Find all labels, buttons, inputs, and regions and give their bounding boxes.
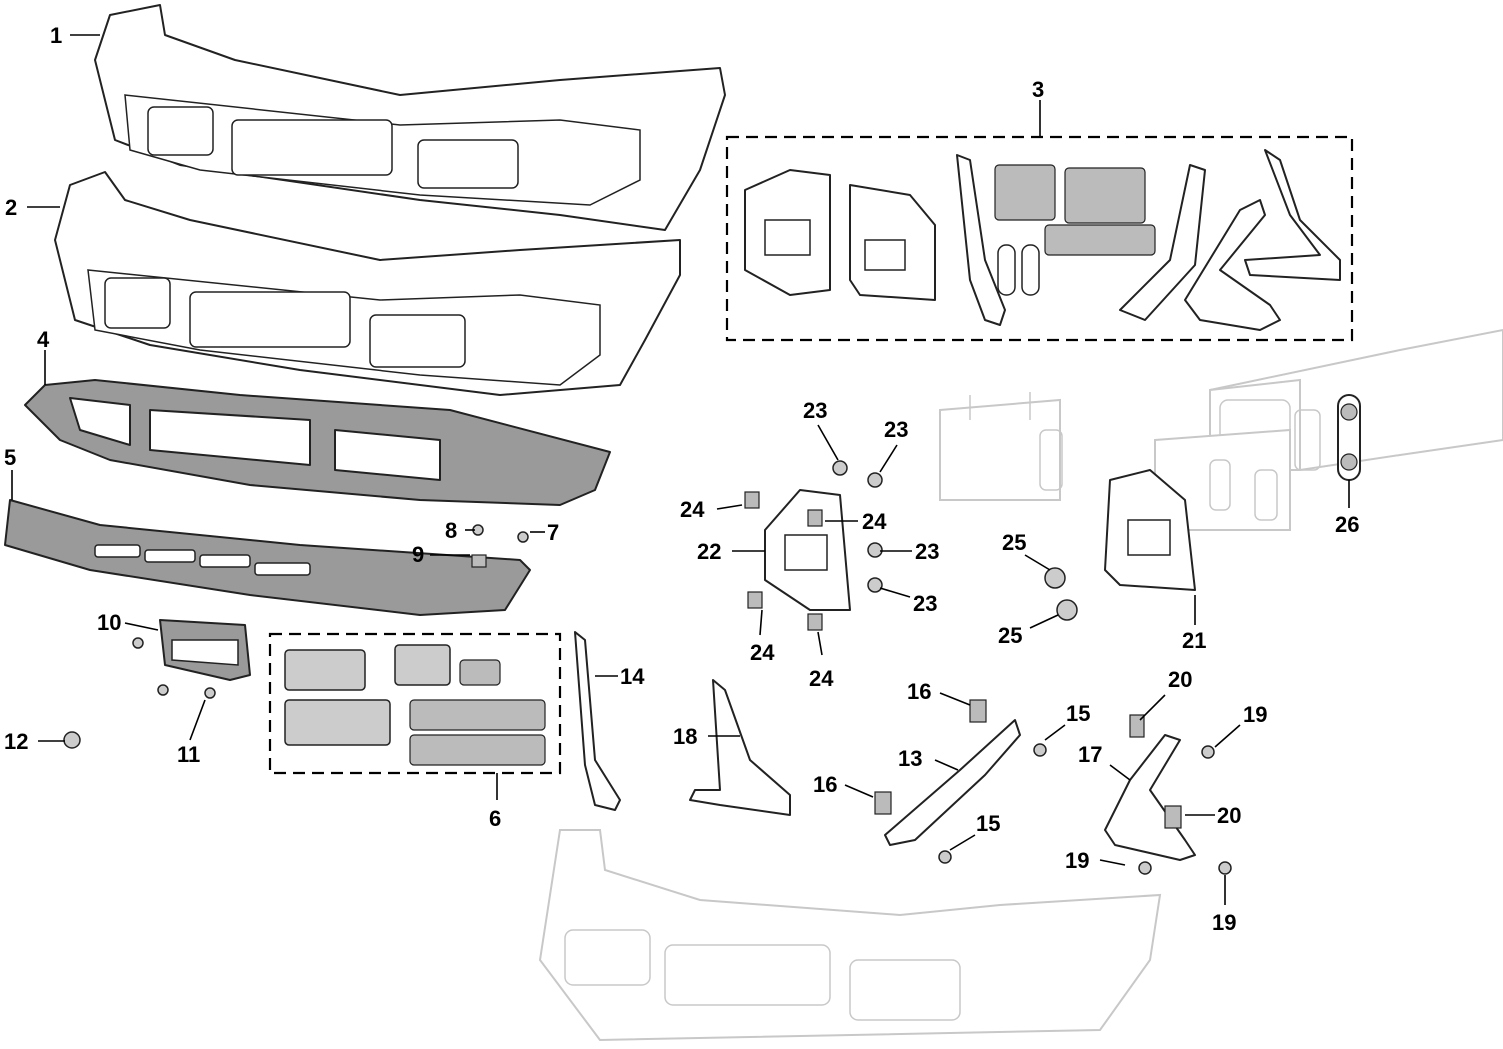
- callout-17: 17: [1078, 742, 1102, 767]
- callout-23d: 23: [913, 591, 937, 616]
- callout-23b: 23: [884, 417, 908, 442]
- callout-24c: 24: [750, 640, 775, 665]
- callout-23a: 23: [803, 398, 827, 423]
- ghost-frame-rail: [939, 328, 1503, 531]
- callout-16b: 16: [813, 772, 837, 797]
- callout-13: 13: [898, 746, 922, 771]
- callout-4: 4: [37, 327, 50, 352]
- callout-19a: 19: [1243, 702, 1267, 727]
- part-17-bracket: [1104, 734, 1196, 861]
- leader-lines: [11, 34, 1350, 905]
- callout-10: 10: [97, 610, 121, 635]
- part-13-bracket: [884, 719, 1021, 846]
- part-10-license-bracket: [159, 619, 251, 681]
- fasteners: [63, 460, 1232, 875]
- callout-19c: 19: [1212, 910, 1236, 935]
- ghost-bumper: [538, 829, 1162, 1042]
- callout-24b: 24: [862, 509, 887, 534]
- callout-20b: 20: [1217, 803, 1241, 828]
- callout-11: 11: [177, 742, 200, 767]
- part-26-nut-plate: [1337, 394, 1361, 481]
- callout-6: 6: [489, 806, 501, 831]
- part-1-bumper: [94, 4, 726, 231]
- part-6-kit-box: [268, 632, 562, 775]
- part-3-kit-box: [725, 135, 1354, 342]
- callout-15b: 15: [976, 811, 1000, 836]
- callout-26: 26: [1335, 512, 1359, 537]
- callout-1: 1: [50, 23, 62, 48]
- part-4-valance: [24, 379, 611, 506]
- callout-20a: 20: [1168, 667, 1192, 692]
- part-22-bracket-plate: [764, 489, 851, 611]
- callout-18: 18: [673, 724, 697, 749]
- callout-16a: 16: [907, 679, 931, 704]
- callout-12: 12: [4, 729, 28, 754]
- part-5-lower-valance: [4, 499, 531, 616]
- callout-23c: 23: [915, 539, 939, 564]
- callout-9: 9: [412, 542, 424, 567]
- callout-21: 21: [1182, 628, 1206, 653]
- callout-25b: 25: [998, 623, 1022, 648]
- callout-24d: 24: [809, 666, 834, 691]
- callout-19b: 19: [1065, 848, 1089, 873]
- callout-14: 14: [620, 664, 645, 689]
- callout-7: 7: [547, 520, 559, 545]
- callout-2: 2: [5, 195, 17, 220]
- callout-3: 3: [1032, 77, 1044, 102]
- callout-5: 5: [4, 445, 16, 470]
- part-14-bracket: [574, 631, 621, 811]
- callout-15a: 15: [1066, 701, 1090, 726]
- callout-22: 22: [697, 539, 721, 564]
- part-2-bumper: [54, 171, 681, 396]
- part-6-hardware: [284, 644, 546, 766]
- part-21-bracket-plate: [1104, 469, 1196, 591]
- part-3-hardware: [994, 164, 1156, 296]
- callout-25a: 25: [1002, 530, 1026, 555]
- callout-24a: 24: [680, 497, 705, 522]
- callout-8: 8: [445, 518, 457, 543]
- part-18-bracket: [689, 679, 791, 816]
- callout-labels: 1 2 3 4 5 6 7 8 9 10 11 12 13 14 15 15 1…: [4, 23, 1359, 935]
